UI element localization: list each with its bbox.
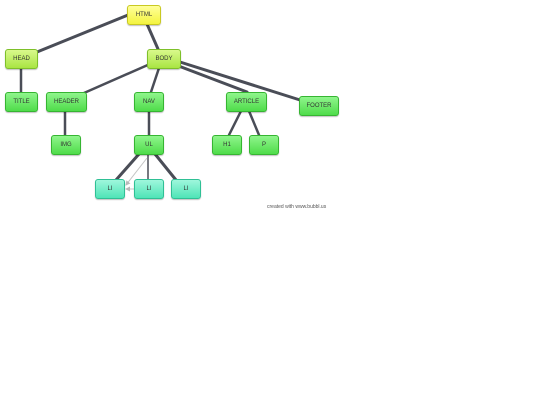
node-li-3[interactable]: LI [171, 179, 201, 199]
connector-ul-li1 [114, 152, 141, 182]
node-img[interactable]: IMG [51, 135, 81, 155]
node-body[interactable]: BODY [147, 49, 181, 69]
node-ul[interactable]: UL [134, 135, 164, 155]
connector-article-p [247, 109, 261, 137]
node-nav[interactable]: NAV [134, 92, 164, 112]
connector-body-article [174, 63, 249, 94]
node-html[interactable]: HTML [127, 5, 161, 25]
node-header[interactable]: HEADER [46, 92, 87, 112]
connector-html-head [35, 13, 130, 54]
node-head[interactable]: HEAD [5, 49, 38, 69]
credit-text[interactable]: created with www.bubbl.us [267, 204, 327, 210]
connector-ul-li3 [153, 152, 178, 182]
node-h1[interactable]: H1 [212, 135, 242, 155]
node-li-1[interactable]: LI [95, 179, 125, 199]
node-footer[interactable]: FOOTER [299, 96, 339, 116]
connector-body-header [82, 62, 152, 95]
connector-article-h1 [227, 109, 243, 137]
node-article[interactable]: ARTICLE [226, 92, 267, 112]
connector-html-body [145, 22, 160, 51]
connector-body-nav [149, 66, 161, 94]
arrow-ul-li [125, 157, 148, 186]
node-title[interactable]: TITLE [5, 92, 38, 112]
connector-body-footer [178, 60, 302, 102]
node-p[interactable]: P [249, 135, 279, 155]
node-li-2[interactable]: LI [134, 179, 164, 199]
